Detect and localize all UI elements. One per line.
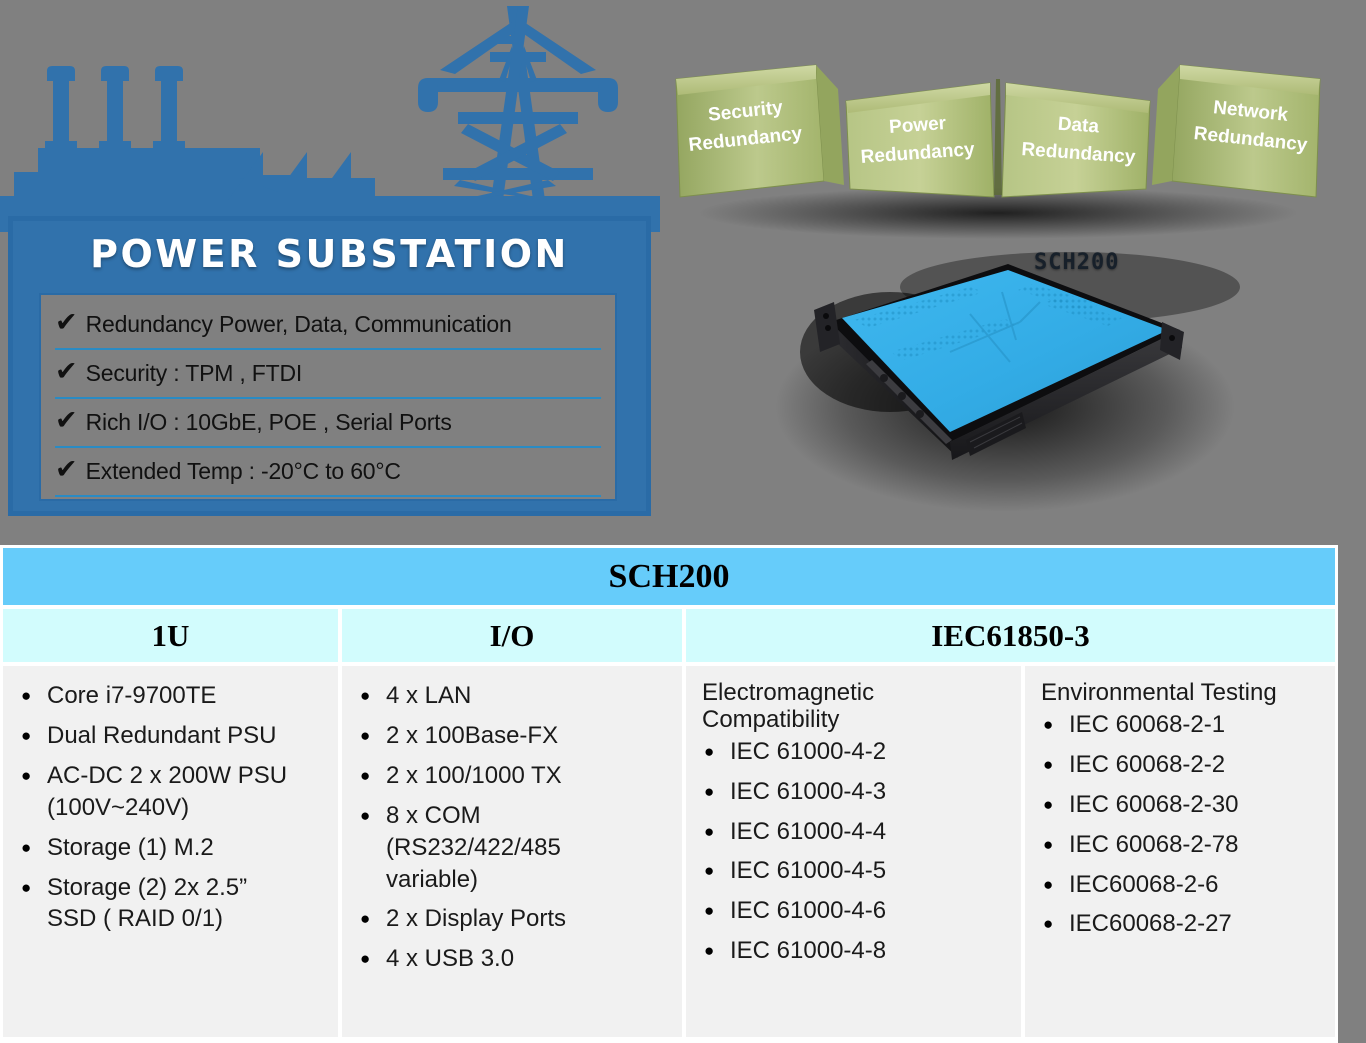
power-substation-illustration [0, 0, 660, 232]
arc-shadow [698, 187, 1298, 239]
specification-table: SCH200 1U I/O IEC61850-3 Core i7-9700TE … [0, 545, 1338, 1043]
column-header-1u: 1U [3, 609, 338, 662]
panel-network: Network Redundancy [1152, 64, 1321, 198]
list-item: IEC 60068-2-1 [1039, 709, 1325, 741]
check-icon: ✔ [55, 454, 78, 485]
list-item: IEC 61000-4-4 [700, 816, 1011, 848]
list-item: IEC 61000-4-2 [700, 736, 1011, 768]
feature-label: Redundancy Power, Data, Communication [85, 311, 512, 337]
list-item: IEC 61000-4-3 [700, 776, 1011, 808]
table-cell-1u: Core i7-9700TE Dual Redundant PSU AC-DC … [3, 666, 338, 1037]
arc-center-seam [994, 79, 1002, 195]
factory-silhouette [0, 66, 660, 232]
panel-security: Security Redundancy [675, 64, 844, 198]
power-substation-card: POWER SUBSTATION ✔ Redundancy Power, Dat… [8, 216, 651, 516]
check-icon: ✔ [55, 405, 78, 436]
sch200-server-photo [770, 232, 1240, 512]
table-cell-environmental: Environmental Testing IEC 60068-2-1 IEC … [1025, 666, 1335, 1037]
list-item: Storage (1) M.2 [17, 832, 328, 864]
feature-row: ✔ Rich I/O : 10GbE, POE , Serial Ports [55, 399, 601, 448]
column-header-io: I/O [342, 609, 682, 662]
feature-row: ✔ Security : TPM , FTDI [55, 350, 601, 399]
list-item: Storage (2) 2x 2.5”SSD ( RAID 0/1) [17, 872, 328, 936]
table-title-row: SCH200 [3, 548, 1335, 605]
list-item: IEC 61000-4-6 [700, 895, 1011, 927]
spec-list-io: 4 x LAN 2 x 100Base-FX 2 x 100/1000 TX 8… [356, 680, 672, 975]
spec-list-1u: Core i7-9700TE Dual Redundant PSU AC-DC … [17, 680, 328, 935]
list-item: 2 x 100Base-FX [356, 720, 672, 752]
transmission-tower-silhouette [418, 6, 618, 200]
feature-label: Rich I/O : 10GbE, POE , Serial Ports [85, 409, 452, 435]
feature-label: Security : TPM , FTDI [85, 360, 303, 386]
list-item: IEC60068-2-27 [1039, 908, 1325, 940]
column-header-iec61850: IEC61850-3 [686, 609, 1335, 662]
list-item: 4 x LAN [356, 680, 672, 712]
panel-label-line1: Power [888, 113, 947, 138]
spec-list-emc: IEC 61000-4-2 IEC 61000-4-3 IEC 61000-4-… [700, 736, 1011, 967]
environmental-heading: Environmental Testing [1041, 679, 1277, 706]
feature-row: ✔ Redundancy Power, Data, Communication [55, 301, 601, 350]
list-item: AC-DC 2 x 200W PSU(100V~240V) [17, 760, 328, 824]
list-item: IEC 60068-2-78 [1039, 829, 1325, 861]
list-item: Dual Redundant PSU [17, 720, 328, 752]
table-title: SCH200 [608, 557, 730, 595]
panel-data: Data Redundancy [1001, 82, 1151, 198]
list-item: 2 x 100/1000 TX [356, 760, 672, 792]
spec-list-environmental: IEC 60068-2-1 IEC 60068-2-2 IEC 60068-2-… [1039, 709, 1325, 940]
list-item: IEC60068-2-6 [1039, 869, 1325, 901]
check-icon: ✔ [55, 307, 78, 338]
feature-row: ✔ Extended Temp : -20°C to 60°C [55, 448, 601, 497]
list-item: 2 x Display Ports [356, 903, 672, 935]
list-item: IEC 61000-4-8 [700, 935, 1011, 967]
list-item: Core i7-9700TE [17, 680, 328, 712]
feature-list-panel: ✔ Redundancy Power, Data, Communication … [39, 293, 617, 501]
emc-heading: Electromagnetic Compatibility [702, 679, 875, 733]
table-cell-emc: Electromagnetic Compatibility IEC 61000-… [686, 666, 1021, 1037]
feature-label: Extended Temp : -20°C to 60°C [85, 458, 401, 484]
list-item: IEC 60068-2-30 [1039, 789, 1325, 821]
table-subheader-row: 1U I/O IEC61850-3 [3, 609, 1335, 662]
page-title: POWER SUBSTATION [90, 232, 569, 276]
list-item: 4 x USB 3.0 [356, 943, 672, 975]
check-icon: ✔ [55, 356, 78, 387]
list-item: IEC 61000-4-5 [700, 855, 1011, 887]
panel-power: Power Redundancy [845, 82, 995, 198]
panel-label-line1: Data [1057, 114, 1100, 138]
product-badge: SCH200 [1034, 250, 1120, 275]
table-cell-io: 4 x LAN 2 x 100Base-FX 2 x 100/1000 TX 8… [342, 666, 682, 1037]
list-item: IEC 60068-2-2 [1039, 749, 1325, 781]
redundancy-arc-diagram: Security Redundancy Power Redundancy Dat… [668, 55, 1328, 240]
table-body-row: Core i7-9700TE Dual Redundant PSU AC-DC … [3, 666, 1335, 1037]
